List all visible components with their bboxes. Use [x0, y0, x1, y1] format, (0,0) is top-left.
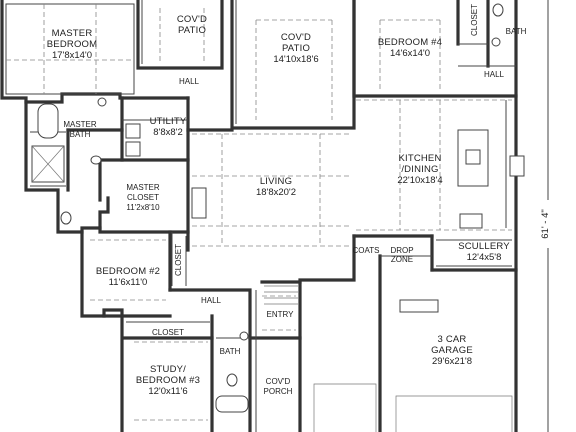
sink-icon: [97, 97, 107, 107]
master-bath-label: MASTER: [63, 120, 97, 129]
study-label-2: BEDROOM #3: [136, 375, 200, 386]
covd-patio-center-label-2: PATIO: [282, 43, 310, 54]
covd-patio-center-label: COV'D: [281, 32, 311, 43]
sink-icon: [90, 155, 102, 165]
garage-dims: 29'6x21'8: [432, 356, 472, 367]
overall-dimension: 61' - 4": [538, 0, 558, 432]
covd-porch-label-2: PORCH: [264, 387, 293, 396]
living-dims: 18'8x20'2: [256, 187, 296, 198]
bathtub-icon: [37, 103, 59, 139]
coats-label: COATS: [353, 246, 380, 255]
hall-top-right-label: HALL: [484, 70, 505, 79]
scullery-dims: 12'4x5'8: [467, 252, 502, 263]
study-label: STUDY/: [150, 364, 186, 375]
master-bedroom-label-2: BEDROOM: [47, 39, 98, 50]
garage-label-2: GARAGE: [431, 345, 473, 356]
closet-study-label: CLOSET: [152, 328, 184, 337]
sink-icon: [239, 331, 249, 341]
overall-dimension-label: 61' - 4": [540, 209, 551, 238]
covd-patio-left-label-2: PATIO: [178, 25, 206, 36]
study-dims: 12'0x11'6: [148, 386, 187, 397]
interior-walls: [5, 0, 516, 432]
washer-icon: [125, 123, 141, 139]
kitchen-label-2: /DINING: [401, 164, 438, 175]
drop-zone-label-2: ZONE: [391, 255, 413, 264]
master-closet-label-2: CLOSET: [127, 193, 159, 202]
bathtub-icon: [215, 395, 249, 413]
covd-porch-label: COV'D: [266, 377, 291, 386]
cooktop-icon: [509, 155, 525, 177]
kitchen-dims: 22'10x18'4: [397, 175, 442, 186]
living-label: LIVING: [260, 176, 292, 187]
fixtures: [31, 3, 525, 413]
entry-label: ENTRY: [267, 310, 295, 319]
garage-doors: [313, 299, 513, 432]
covd-patio-center-dims: 14'10x18'6: [273, 54, 318, 65]
bath-top-label: BATH: [506, 27, 527, 36]
toilet-icon: [226, 373, 238, 387]
master-closet-label: MASTER: [126, 183, 160, 192]
closet-top-label: CLOSET: [470, 4, 479, 36]
hall-top-label: HALL: [179, 77, 200, 86]
bedroom4-label: BEDROOM #4: [378, 37, 442, 48]
toilet-icon: [492, 3, 504, 17]
garage-label: 3 CAR: [438, 334, 467, 345]
kitchen-sink-icon: [465, 149, 481, 165]
bedroom2-dims: 11'6x11'0: [109, 277, 148, 288]
bedroom4-dims: 14'6x14'0: [390, 48, 430, 59]
entry-stairs: [264, 285, 298, 305]
toilet-icon: [60, 211, 72, 225]
master-bedroom-dims: 17'8x14'0: [52, 50, 92, 61]
master-bath-label-2: BATH: [70, 130, 91, 139]
fireplace-icon: [191, 187, 207, 219]
utility-label: UTILITY: [150, 116, 187, 127]
covd-patio-left-label: COV'D: [177, 14, 207, 25]
kitchen-label: KITCHEN: [398, 153, 441, 164]
utility-dims: 8'8x8'2: [153, 127, 183, 138]
sink-icon: [491, 37, 501, 47]
dryer-icon: [125, 141, 141, 157]
room-labels: MASTER BEDROOM 17'8x14'0 COV'D PATIO COV…: [47, 4, 527, 397]
bedroom2-label: BEDROOM #2: [96, 266, 160, 277]
master-bedroom-label: MASTER: [52, 28, 93, 39]
bath-study-label: BATH: [220, 347, 241, 356]
master-closet-dims: 11'2x8'10: [126, 203, 160, 212]
ceiling-dashes: [6, 4, 512, 421]
scullery-label: SCULLERY: [458, 241, 510, 252]
drop-zone-label: DROP: [390, 246, 413, 255]
closet-bed2-label: CLOSET: [174, 244, 183, 276]
hall-mid-label: HALL: [201, 296, 222, 305]
fridge-icon: [459, 213, 483, 229]
exterior-walls: [0, 0, 518, 432]
